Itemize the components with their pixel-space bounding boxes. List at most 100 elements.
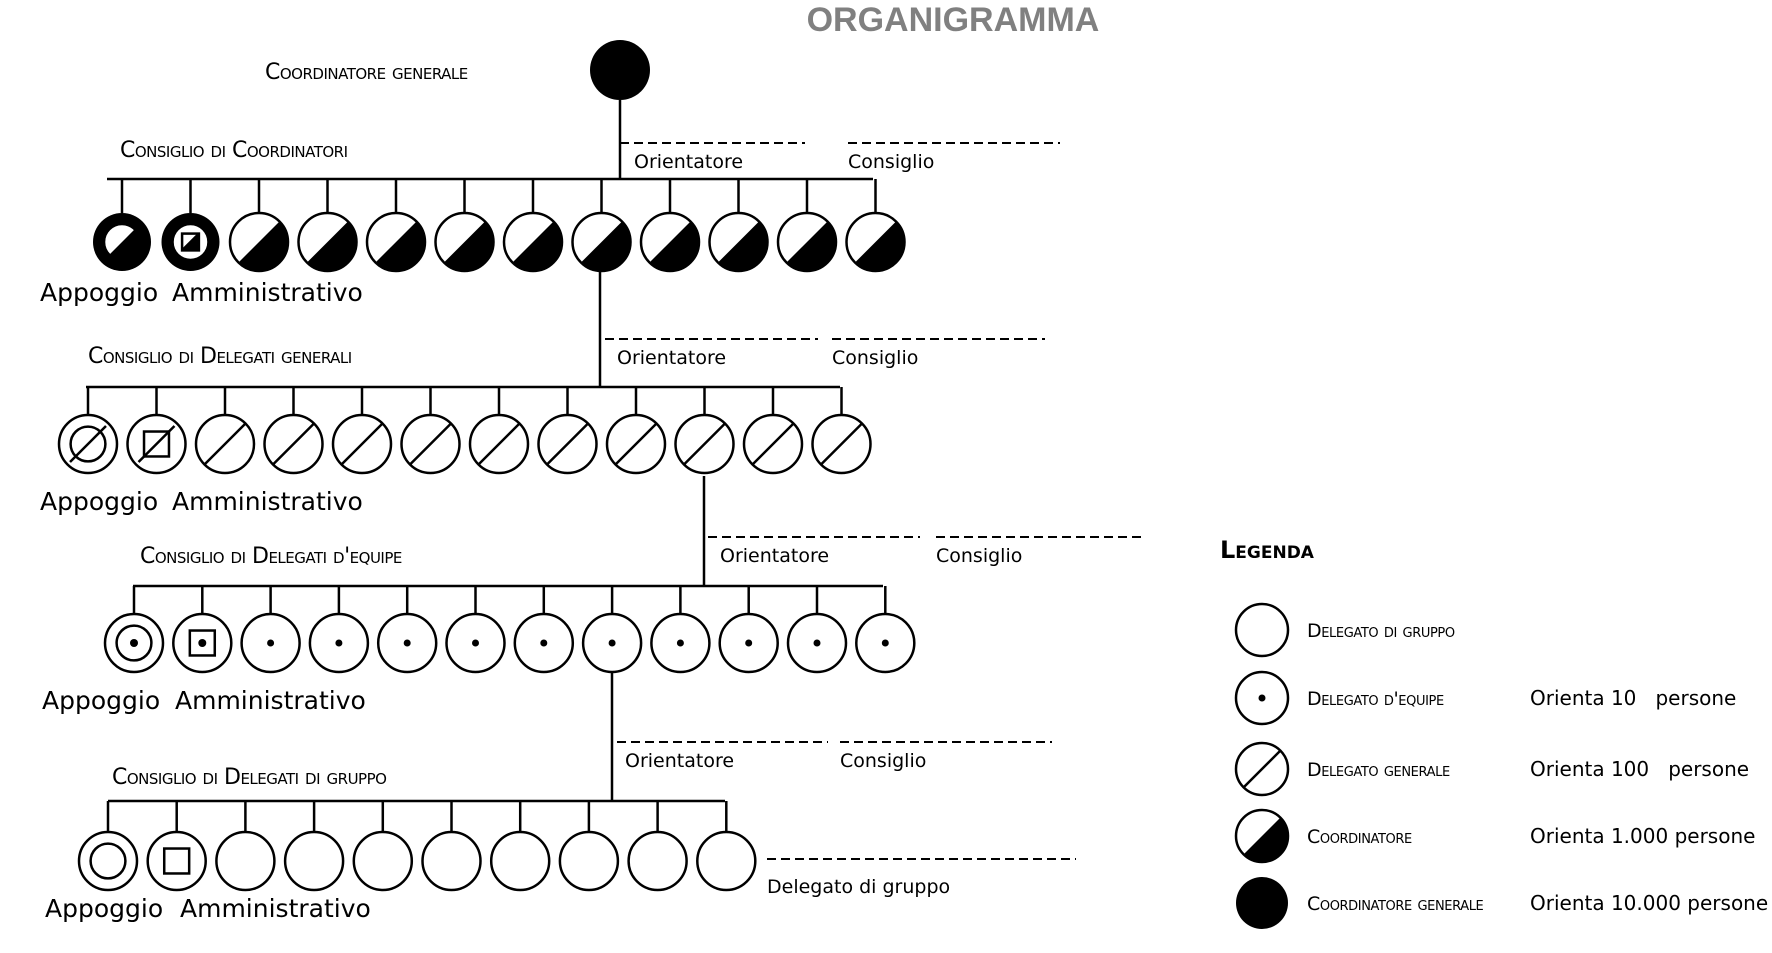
amministrativo-delegato-gruppo-icon <box>146 830 207 892</box>
legend-item-name: Delegato d'equipe <box>1307 688 1444 710</box>
legend-item-desc: Orienta 10.000 persone <box>1530 891 1768 915</box>
member-row <box>103 586 916 674</box>
orientatore-label: Orientatore <box>634 151 743 173</box>
delegato-gruppo-icon <box>558 830 620 892</box>
legend-item: Coordinatore Orienta 1.000 persone <box>1234 808 1755 864</box>
level-delegati-generali: Consiglio di Delegati generali Orientato… <box>40 338 1045 585</box>
delegato-gruppo-icon <box>352 830 414 892</box>
delegato-generale-icon <box>537 413 598 475</box>
member-row <box>77 801 757 892</box>
legend-item-name: Coordinatore <box>1307 826 1412 848</box>
legend-item-desc: Orienta 100 persone <box>1530 757 1749 781</box>
council-label: Consiglio di Coordinatori <box>120 138 348 163</box>
delegato-gruppo-icon <box>489 830 551 892</box>
level-delegati-gruppo: Consiglio di Delegati di gruppo Orientat… <box>45 741 1076 923</box>
coordinatore-icon <box>639 211 701 273</box>
appoggio-delegato-equipe-icon <box>103 612 165 674</box>
orientatore-label: Orientatore <box>720 545 829 567</box>
top-node-label: Coordinatore generale <box>265 60 468 85</box>
delegato-gruppo-icon <box>1234 602 1290 658</box>
council-label: Consiglio di Delegati d'equipe <box>140 544 402 569</box>
coordinatore-generale-icon <box>590 40 650 100</box>
delegato-gruppo-icon <box>283 830 345 892</box>
consiglio-label: Consiglio <box>840 750 926 772</box>
legend-item-name: Delegato generale <box>1307 759 1450 781</box>
amministrativo-delegato-equipe-icon <box>172 612 233 674</box>
appoggio-delegato-gruppo-icon <box>77 830 139 892</box>
consiglio-label: Consiglio <box>848 151 934 173</box>
delegato-generale-icon <box>400 413 461 475</box>
support-label: Appoggio <box>40 278 158 307</box>
delegato-equipe-icon <box>718 612 779 674</box>
delegato-generale-icon <box>331 413 393 475</box>
delegato-generale-icon <box>605 413 667 475</box>
admin-label: Amministrativo <box>180 894 371 923</box>
coordinatore-icon <box>297 211 358 273</box>
coordinatore-generale-icon <box>1236 877 1288 929</box>
level-delegati-equipe: Consiglio di Delegati d'equipe Orientato… <box>42 536 1145 800</box>
orientatore-label: Orientatore <box>625 750 734 772</box>
delegato-equipe-icon <box>855 612 916 674</box>
amministrativo-delegato-generale-icon <box>126 413 187 475</box>
coordinatore-icon <box>434 211 495 273</box>
support-label: Appoggio <box>45 894 163 923</box>
admin-label: Amministrativo <box>172 487 363 516</box>
legend-item-desc: Orienta 10 persone <box>1530 686 1736 710</box>
member-row <box>93 179 906 273</box>
delegato-generale-icon <box>1234 741 1290 797</box>
delegato-equipe-icon <box>513 612 575 674</box>
delegato-equipe-icon <box>650 612 711 674</box>
delegato-equipe-icon <box>1234 670 1290 726</box>
delegato-gruppo-icon <box>215 830 276 892</box>
delegato-generale-icon <box>742 413 804 475</box>
coordinatore-icon <box>1234 808 1290 864</box>
admin-label: Amministrativo <box>172 278 363 307</box>
diagram-title: ORGANIGRAMMA <box>807 1 1100 39</box>
delegato-equipe-icon <box>581 612 643 674</box>
member-row <box>57 387 872 475</box>
appoggio-delegato-generale-icon <box>57 413 119 475</box>
delegato-gruppo-icon <box>627 830 688 892</box>
delegato-equipe-icon <box>786 612 848 674</box>
coordinatore-icon <box>776 211 838 273</box>
admin-label: Amministrativo <box>175 686 366 715</box>
delegato-equipe-icon <box>445 612 506 674</box>
legend-item-name: Coordinatore generale <box>1307 893 1484 915</box>
legend-item: Delegato d'equipe Orienta 10 persone <box>1234 670 1736 726</box>
legend-item: Delegato di gruppo <box>1234 602 1455 658</box>
tail-label: Delegato di gruppo <box>767 876 950 898</box>
support-label: Appoggio <box>42 686 160 715</box>
delegato-gruppo-icon <box>421 830 482 892</box>
coordinatore-icon <box>502 211 564 273</box>
level-coordinatori: Consiglio di Coordinatori Orientatore Co… <box>40 138 1060 386</box>
legend-title: Legenda <box>1220 536 1315 564</box>
consiglio-label: Consiglio <box>832 347 918 369</box>
legend-item-desc: Orienta 1.000 persone <box>1530 824 1755 848</box>
coordinatore-icon <box>708 211 769 273</box>
delegato-equipe-icon <box>240 612 301 674</box>
support-label: Appoggio <box>40 487 158 516</box>
orientatore-label: Orientatore <box>617 347 726 369</box>
consiglio-label: Consiglio <box>936 545 1022 567</box>
legend-item: Coordinatore generale Orienta 10.000 pers… <box>1236 877 1768 929</box>
council-label: Consiglio di Delegati di gruppo <box>112 765 386 790</box>
delegato-generale-icon <box>263 413 324 475</box>
top-node: Coordinatore generale <box>265 40 650 178</box>
legend-item-name: Delegato di gruppo <box>1307 620 1455 642</box>
delegato-equipe-icon <box>376 612 438 674</box>
delegato-gruppo-icon <box>696 830 757 892</box>
coordinatore-icon <box>228 211 290 273</box>
appoggio-coordinatore-icon <box>93 213 151 271</box>
amministrativo-coordinatore-icon <box>161 213 220 271</box>
coordinatore-icon <box>571 211 632 273</box>
council-label: Consiglio di Delegati generali <box>88 344 352 369</box>
coordinatore-icon <box>365 211 427 273</box>
delegato-generale-icon <box>194 413 256 475</box>
delegato-generale-icon <box>811 413 872 475</box>
coordinatore-icon <box>845 211 906 273</box>
delegato-equipe-icon <box>308 612 370 674</box>
